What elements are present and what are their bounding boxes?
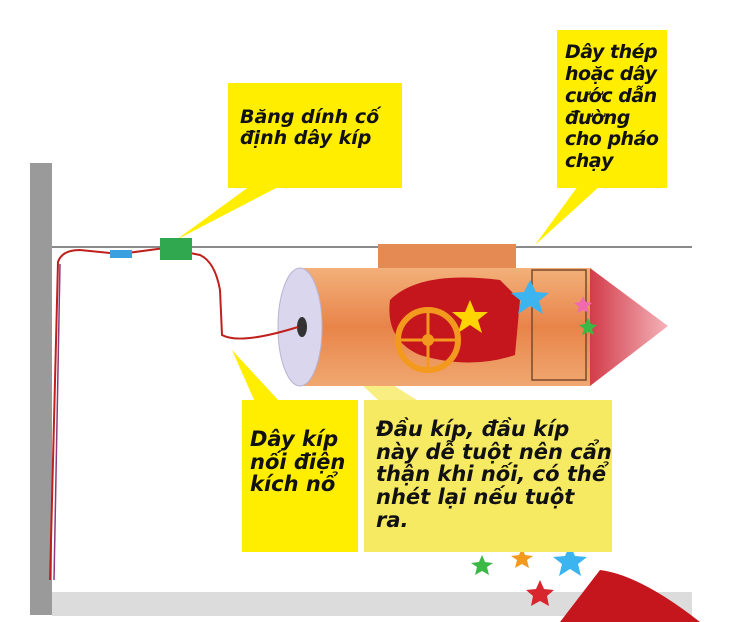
- callout-tail-detonator-wire: [232, 350, 280, 402]
- return-wire: [53, 263, 61, 581]
- callout-detonator-head: Đầu kíp, đầu kíp này dễ tuột nên cẩn thậ…: [364, 400, 612, 552]
- pole: [30, 163, 52, 615]
- detonator-hole: [297, 317, 307, 337]
- callout-guide-wire: Dây thép hoặc dây cước dẫn đường cho phá…: [557, 30, 667, 188]
- detonator-wire: [49, 246, 299, 581]
- callout-tail-tape: [176, 186, 280, 240]
- callout-tape: Băng dính cố định dây kíp: [228, 83, 402, 188]
- cannon-illustration: [389, 277, 520, 373]
- tape: [160, 238, 192, 260]
- wire-connector: [110, 250, 132, 258]
- rocket-cone: [590, 268, 668, 386]
- callout-tail-guide: [535, 186, 600, 245]
- rocket-top-tube: [378, 244, 516, 272]
- callout-detonator-wire: Dây kíp nối điện kích nổ: [242, 400, 358, 552]
